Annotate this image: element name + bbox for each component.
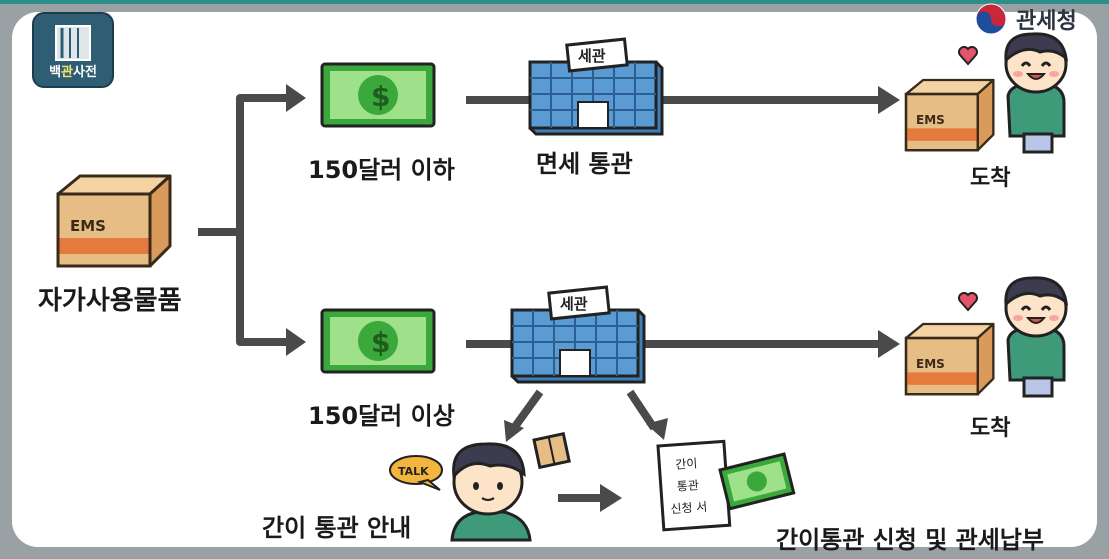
upper-amount-label: 150달러 이하 [308, 156, 455, 184]
arrowhead-icon [286, 328, 306, 356]
customs-sign-text: 세관 [560, 295, 588, 313]
dictionary-logo: 백관사전 [32, 12, 114, 88]
dollar-sign: $ [371, 80, 390, 113]
start-label: 자가사용물품 [38, 286, 182, 316]
heart-icon [958, 292, 978, 311]
ems-box-label: EMS [916, 113, 945, 127]
branch-connector-upper [198, 94, 290, 236]
lower-result-label: 도착 [970, 416, 1011, 441]
arrow-to-guide [510, 389, 544, 431]
arrowhead-icon [878, 330, 900, 358]
top-accent-line [0, 0, 1109, 4]
ems-package-icon: EMS [56, 174, 172, 268]
lower-amount-label: 150달러 이상 [308, 402, 455, 430]
small-box-icon [532, 431, 571, 470]
talk-bubble-text: TALK [398, 465, 429, 478]
customs-building-icon: 세관 [528, 37, 664, 136]
heart-icon [958, 46, 978, 65]
logo-label-highlight: 관 [61, 65, 73, 80]
arrowhead-icon [286, 84, 306, 112]
arrowheads [286, 84, 900, 512]
form-text-line: 신청 서 [670, 500, 708, 517]
dollar-sign: $ [371, 326, 390, 359]
logo-label-part: 백 [49, 65, 62, 80]
application-form-icon: 간이 통관 신청 서 [656, 439, 732, 532]
arrowhead-icon [878, 86, 900, 114]
form-text-line: 간이 [675, 456, 698, 472]
cash-bundle-icon [718, 452, 796, 511]
arrowhead-icon [646, 418, 668, 440]
talk-bubble: TALK [389, 455, 443, 491]
dollar-bill-icon: $ [320, 308, 436, 374]
payment-label: 간이통관 신청 및 관세납부 [776, 526, 1044, 554]
ems-box-label: EMS [916, 357, 945, 371]
ems-box-label: EMS [70, 217, 106, 235]
upper-result-label: 도착 [970, 166, 1011, 191]
guide-kid-icon [450, 442, 532, 542]
upper-process-label: 면세 통관 [536, 150, 633, 178]
branch-connector-lower [236, 232, 290, 346]
agency-name: 관세청 [1016, 9, 1077, 34]
happy-kid-icon [1004, 276, 1068, 398]
arrowhead-icon [600, 484, 622, 512]
arrowhead-icon [504, 420, 524, 442]
happy-kid-icon [1004, 32, 1068, 154]
customs-building-icon: 세관 [510, 285, 646, 384]
ems-package-icon: EMS [904, 78, 995, 152]
ems-package-icon: EMS [904, 322, 995, 396]
guide-label: 간이 통관 안내 [262, 514, 412, 542]
book-icon [55, 25, 91, 61]
arrow-to-payment [626, 389, 658, 431]
logo-label: 백관사전 [34, 61, 112, 80]
dollar-bill-icon: $ [320, 62, 436, 128]
logo-label-part: 사전 [73, 65, 97, 80]
customs-sign-text: 세관 [578, 47, 606, 65]
taegeuk-emblem-icon [975, 3, 1007, 35]
form-text-line: 통관 [676, 478, 699, 494]
